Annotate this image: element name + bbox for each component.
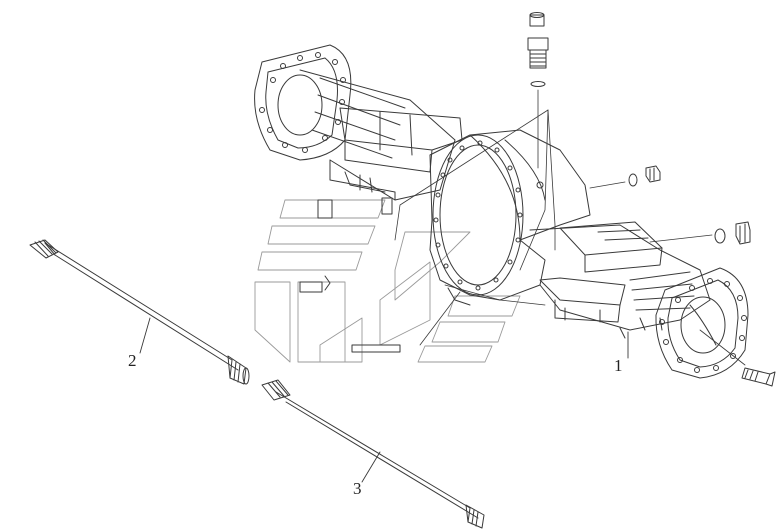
hub-bolt	[741, 367, 776, 387]
right-hub-flange	[655, 267, 749, 379]
half-shaft-right	[261, 379, 485, 529]
breather-plug	[527, 12, 549, 87]
watermark-logo	[254, 199, 521, 363]
half-shaft-left	[29, 239, 250, 385]
explosion-lines	[394, 89, 746, 366]
callout-label-3: 3	[353, 479, 362, 498]
differential-housing	[429, 129, 591, 301]
left-hub-flange	[254, 44, 352, 161]
seal-rings-and-plugs	[628, 165, 751, 245]
axle-housing-assembly	[254, 44, 749, 379]
callout-label-2: 2	[128, 351, 137, 370]
callout-label-1: 1	[614, 356, 623, 375]
callout-leaders	[139, 317, 629, 483]
